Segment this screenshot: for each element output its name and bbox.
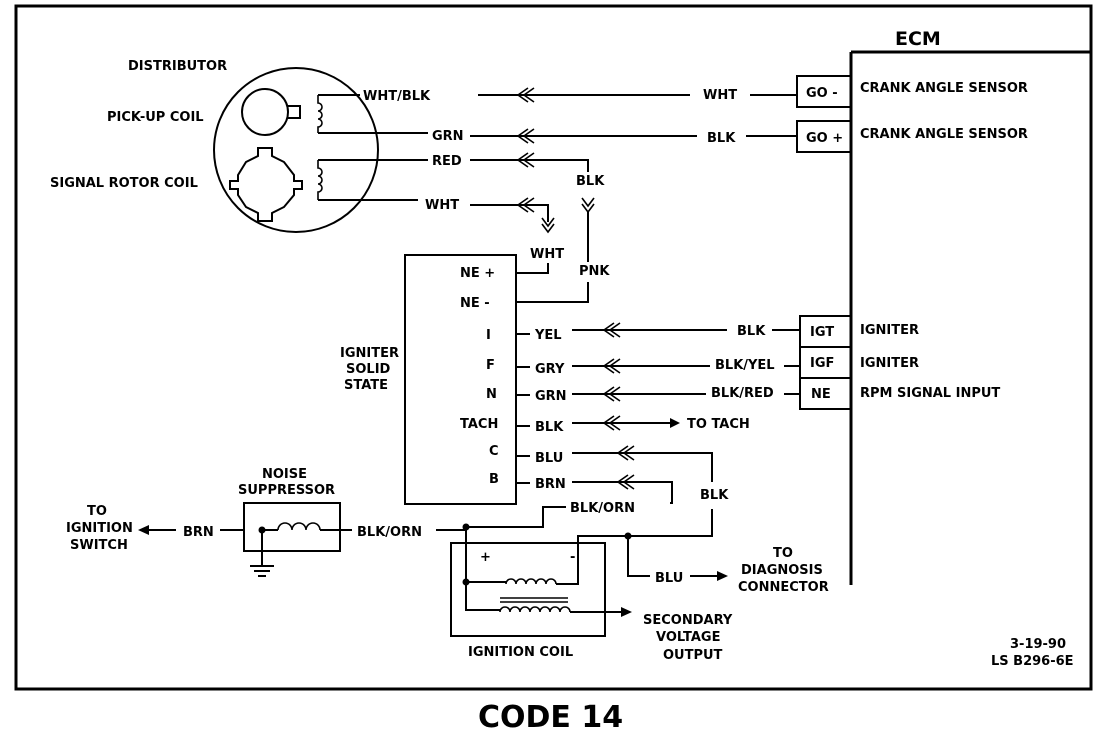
wire-blu-diagnosis: BLU TO DIAGNOSIS CONNECTOR bbox=[577, 532, 829, 595]
svg-text:SUPPRESSOR: SUPPRESSOR bbox=[238, 483, 335, 498]
wire-pnk-label: PNK bbox=[579, 264, 610, 279]
svg-text:WHT/BLK: WHT/BLK bbox=[363, 89, 431, 104]
svg-text:GRN: GRN bbox=[432, 129, 464, 144]
svg-text:GO +: GO + bbox=[806, 131, 843, 146]
wire-grn-blk-red: GRN BLK/RED bbox=[516, 386, 800, 404]
svg-text:IGF: IGF bbox=[810, 356, 834, 371]
svg-text:OUTPUT: OUTPUT bbox=[663, 648, 723, 663]
svg-text:SECONDARY: SECONDARY bbox=[643, 613, 733, 628]
svg-text:WHT: WHT bbox=[425, 198, 459, 213]
wire-grn-blk: GRN BLK bbox=[345, 128, 797, 146]
svg-text:GRY: GRY bbox=[535, 362, 565, 377]
ecm-terminal-go-minus: GO - CRANK ANGLE SENSOR bbox=[796, 75, 1028, 108]
igniter-pin-ne-minus: NE - bbox=[460, 296, 490, 311]
igniter-pin-i: I bbox=[486, 328, 491, 343]
diagram-frame bbox=[14, 4, 1093, 691]
secondary-voltage-output: SECONDARY VOLTAGE OUTPUT bbox=[643, 613, 733, 663]
igniter-title-3: STATE bbox=[344, 378, 388, 393]
svg-text:BLU: BLU bbox=[655, 571, 683, 586]
svg-text:BLK/ORN: BLK/ORN bbox=[357, 525, 422, 540]
ecm-terminal-name: CRANK ANGLE SENSOR bbox=[860, 81, 1028, 96]
igniter-pin-f: F bbox=[486, 358, 495, 373]
svg-text:BLK: BLK bbox=[707, 131, 736, 146]
svg-text:BRN: BRN bbox=[535, 477, 566, 492]
wire-blu-blk: BLU BLK bbox=[516, 445, 729, 537]
to-tach-label: TO TACH bbox=[687, 417, 750, 432]
svg-text:YEL: YEL bbox=[534, 328, 562, 343]
svg-text:BLK/YEL: BLK/YEL bbox=[715, 358, 775, 373]
wire-brn-blk-orn: BRN BLK/ORN bbox=[466, 474, 673, 528]
date-code-2: LS B296-6E bbox=[991, 654, 1074, 669]
wire-blk-orn-coil: BLK/ORN bbox=[340, 523, 500, 611]
ignition-switch-label-1: TO bbox=[87, 504, 107, 519]
ecm-terminal-name: IGNITER bbox=[860, 356, 919, 371]
wire-blk-to-tach: BLK TO TACH bbox=[516, 415, 750, 435]
igniter-pin-ne-plus: NE + bbox=[460, 266, 495, 281]
diagnosis-label-1: TO bbox=[773, 546, 793, 561]
distributor-title: DISTRIBUTOR bbox=[128, 59, 227, 74]
pickup-coil-label: PICK-UP COIL bbox=[107, 110, 204, 125]
svg-text:WHT: WHT bbox=[530, 247, 564, 262]
ecm-block: ECM bbox=[849, 28, 1091, 585]
noise-suppressor: NOISE SUPPRESSOR bbox=[238, 467, 341, 577]
svg-text:BLK: BLK bbox=[576, 174, 605, 189]
wire-brn-ignition: BRN TO IGNITION SWITCH bbox=[66, 504, 244, 553]
ecm-terminal-name: CRANK ANGLE SENSOR bbox=[860, 127, 1028, 142]
svg-text:BRN: BRN bbox=[183, 525, 214, 540]
ignition-switch-label-2: IGNITION bbox=[66, 521, 133, 536]
ecm-terminal-name: IGNITER bbox=[860, 323, 919, 338]
svg-text:BLK: BLK bbox=[700, 488, 729, 503]
igniter-pin-c: C bbox=[489, 444, 499, 459]
igniter-pin-tach: TACH bbox=[460, 417, 498, 432]
diagnosis-label-3: CONNECTOR bbox=[738, 580, 829, 595]
wire-gry-blk-yel: GRY BLK/YEL bbox=[516, 358, 800, 377]
igniter-block: IGNITER SOLID STATE NE + NE - I F N TACH… bbox=[340, 254, 517, 505]
igniter-pin-n: N bbox=[486, 387, 497, 402]
diagram-caption: CODE 14 bbox=[478, 700, 623, 735]
svg-text:BLK: BLK bbox=[535, 420, 564, 435]
svg-text:VOLTAGE: VOLTAGE bbox=[656, 630, 721, 645]
ignition-coil-title: IGNITION COIL bbox=[468, 645, 573, 660]
ecm-terminal-name: RPM SIGNAL INPUT bbox=[860, 386, 1000, 401]
ecm-terminal-igf: IGF IGNITER bbox=[799, 346, 919, 379]
svg-text:-: - bbox=[570, 550, 575, 565]
svg-text:GRN: GRN bbox=[535, 389, 567, 404]
ignition-switch-label-3: SWITCH bbox=[70, 538, 128, 553]
svg-text:BLK/RED: BLK/RED bbox=[711, 386, 774, 401]
ecm-terminal-ne: NE RPM SIGNAL INPUT bbox=[799, 377, 1000, 410]
igniter-title-1: IGNITER bbox=[340, 346, 399, 361]
ecm-terminal-igt: IGT IGNITER bbox=[799, 315, 919, 348]
svg-text:GO -: GO - bbox=[806, 86, 838, 101]
igniter-title-2: SOLID bbox=[346, 362, 391, 377]
svg-text:WHT: WHT bbox=[703, 88, 737, 103]
svg-text:BLK/ORN: BLK/ORN bbox=[570, 501, 635, 516]
wire-yel-blk: YEL BLK bbox=[516, 322, 800, 343]
ecm-title: ECM bbox=[895, 28, 941, 50]
wire-red-blk-pnk: RED BLK PNK bbox=[345, 152, 610, 303]
svg-text:IGT: IGT bbox=[810, 325, 834, 340]
signal-rotor-coil-label: SIGNAL ROTOR COIL bbox=[50, 176, 198, 191]
distributor: DISTRIBUTOR PICK-UP COIL SIGNAL ROTOR CO… bbox=[50, 59, 379, 233]
svg-text:BLU: BLU bbox=[535, 451, 563, 466]
date-code-1: 3-19-90 bbox=[1010, 637, 1066, 652]
svg-text:RED: RED bbox=[432, 154, 462, 169]
svg-text:+: + bbox=[480, 550, 491, 565]
igniter-pin-b: B bbox=[489, 472, 499, 487]
ignition-coil: + - IGNITION COIL bbox=[450, 542, 632, 660]
svg-text:BLK: BLK bbox=[737, 324, 766, 339]
svg-text:NE: NE bbox=[811, 387, 831, 402]
diagnosis-label-2: DIAGNOSIS bbox=[741, 563, 823, 578]
wire-wht-blk: WHT/BLK WHT bbox=[345, 87, 797, 104]
svg-text:NOISE: NOISE bbox=[262, 467, 307, 482]
ecm-terminal-go-plus: GO + CRANK ANGLE SENSOR bbox=[796, 120, 1028, 153]
wire-wht-ne-plus: WHT WHT bbox=[345, 197, 564, 274]
